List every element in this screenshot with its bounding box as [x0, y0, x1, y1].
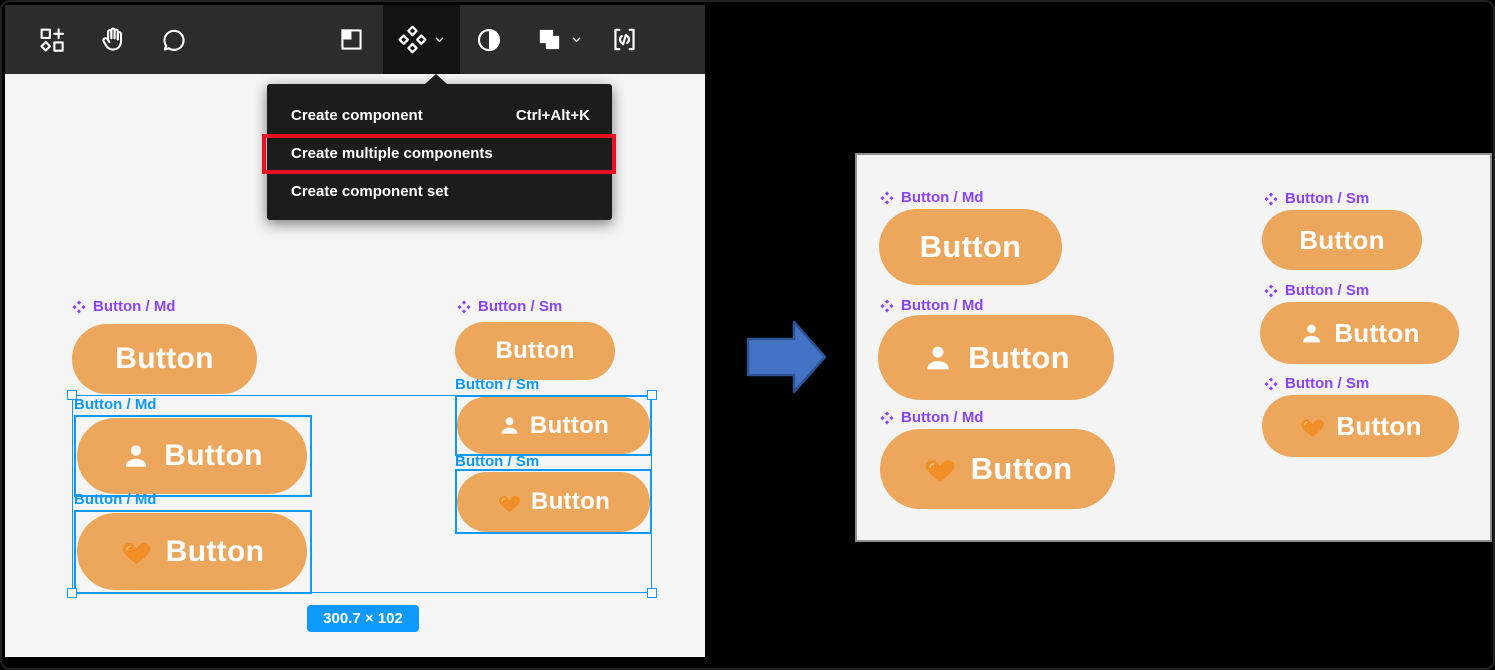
result-label-md-person: Button / Md: [880, 297, 983, 314]
selection-handle-top-right[interactable]: [647, 390, 657, 400]
object-outline: [74, 510, 312, 594]
boolean-union-icon: [535, 25, 564, 54]
dev-mode-code-icon: [609, 24, 640, 55]
component-label-text: Button / Sm: [478, 298, 563, 315]
chevron-down-icon: [433, 33, 446, 46]
canvas-button-sm-person[interactable]: Button: [457, 397, 650, 454]
component-label-text: Button / Sm: [1285, 190, 1370, 207]
boolean-groups-button[interactable]: [525, 5, 593, 74]
orange-heart-icon: [122, 542, 151, 564]
menu-item-shortcut: Ctrl+Alt+K: [515, 106, 590, 124]
person-icon: [1303, 324, 1321, 342]
component-label-button-sm[interactable]: Button / Sm: [457, 298, 562, 315]
frame-tool-button[interactable]: [328, 5, 374, 74]
button-label: Button: [530, 488, 611, 515]
result-button-sm-plain: Button: [1262, 210, 1422, 270]
canvas-button-md-person[interactable]: Button: [77, 418, 307, 494]
menu-item-label: Create component set: [291, 182, 449, 200]
person-icon: [501, 417, 518, 434]
button-label: Button: [968, 339, 1070, 375]
result-button-md-person: Button: [878, 315, 1114, 400]
component-diamond-icon: [1264, 377, 1278, 390]
menu-caret: [425, 74, 447, 84]
component-label-text: Button / Md: [93, 298, 176, 315]
canvas-button-md-plain[interactable]: Button: [72, 324, 257, 394]
button-label: Button: [529, 411, 610, 439]
menu-item-label: Create multiple components: [291, 144, 493, 162]
selection-size-badge: 300.7 × 102: [307, 605, 419, 632]
transform-arrow: [746, 313, 828, 406]
comment-tool-button[interactable]: [151, 5, 197, 74]
orange-heart-icon: [1301, 418, 1325, 437]
button-label: Button: [165, 534, 265, 568]
frame-label-button-sm[interactable]: Button / Sm: [455, 376, 540, 393]
component-label-text: Button / Sm: [1285, 375, 1370, 392]
component-diamond-icon: [880, 191, 894, 204]
insert-shapes-icon: [37, 25, 67, 55]
component-diamond-icon: [1264, 284, 1278, 297]
button-label: Button: [1336, 410, 1422, 441]
menu-item-create-multiple-components[interactable]: Create multiple components: [267, 134, 612, 172]
result-button-md-plain: Button: [879, 209, 1062, 285]
result-label-sm-heart: Button / Sm: [1264, 375, 1369, 392]
result-label-sm-plain: Button / Sm: [1264, 190, 1369, 207]
component-label-text: Button / Md: [901, 409, 984, 426]
button-label: Button: [1334, 317, 1420, 348]
mask-icon: [474, 25, 504, 55]
menu-item-create-component[interactable]: Create component Ctrl+Alt+K: [267, 96, 612, 134]
result-button-md-heart: Button: [880, 429, 1115, 509]
button-label: Button: [115, 342, 214, 375]
selection-handle-top-left[interactable]: [67, 390, 77, 400]
result-button-sm-heart: Button: [1262, 395, 1459, 457]
orange-heart-icon: [498, 495, 520, 512]
canvas-button-sm-heart[interactable]: Button: [457, 472, 650, 532]
mask-tool-button[interactable]: [466, 5, 512, 74]
component-diamond-icon: [880, 411, 894, 424]
component-diamond-icon: [880, 299, 894, 312]
result-label-sm-person: Button / Sm: [1264, 282, 1369, 299]
button-label: Button: [1299, 224, 1385, 255]
button-label: Button: [970, 451, 1073, 486]
result-button-sm-person: Button: [1260, 302, 1459, 364]
selection-handle-bottom-left[interactable]: [67, 588, 77, 598]
person-icon: [126, 445, 147, 467]
canvas-button-sm-plain[interactable]: Button: [455, 322, 615, 380]
dev-mode-button[interactable]: [600, 5, 648, 74]
component-label-text: Button / Sm: [1285, 282, 1370, 299]
selection-handle-bottom-right[interactable]: [647, 588, 657, 598]
component-dropdown-menu: Create component Ctrl+Alt+K Create multi…: [262, 84, 616, 220]
create-component-dropdown-button[interactable]: [383, 5, 460, 74]
menu-item-label: Create component: [291, 106, 423, 124]
result-label-md-plain: Button / Md: [880, 189, 983, 206]
hand-tool-button[interactable]: [89, 5, 135, 74]
button-label: Button: [495, 337, 575, 364]
component-diamond-icon: [457, 300, 471, 313]
component-diamond-icon: [1264, 192, 1278, 205]
component-diamond-icon: [72, 300, 86, 313]
orange-heart-icon: [925, 460, 954, 482]
frame-label-button-md[interactable]: Button / Md: [74, 396, 157, 413]
component-label-text: Button / Md: [901, 297, 984, 314]
person-icon: [927, 346, 950, 369]
object-outline: [74, 415, 312, 497]
insert-shapes-button[interactable]: [29, 5, 75, 74]
button-label: Button: [164, 439, 263, 472]
menu-item-create-component-set[interactable]: Create component set: [267, 172, 612, 210]
chevron-down-icon: [570, 33, 583, 46]
component-diamonds-icon: [397, 24, 428, 55]
frame-icon: [337, 25, 366, 54]
object-outline: [455, 395, 652, 456]
component-label-button-md[interactable]: Button / Md: [72, 298, 175, 315]
component-label-text: Button / Md: [901, 189, 984, 206]
frame-label-button-md[interactable]: Button / Md: [74, 491, 157, 508]
button-label: Button: [919, 229, 1022, 264]
comment-bubble-icon: [159, 25, 189, 55]
object-outline: [455, 469, 652, 534]
frame-label-button-sm[interactable]: Button / Sm: [455, 453, 540, 470]
hand-icon: [97, 24, 128, 55]
result-label-md-heart: Button / Md: [880, 409, 983, 426]
figma-toolbar: [5, 5, 705, 74]
canvas-button-md-heart[interactable]: Button: [77, 513, 307, 590]
